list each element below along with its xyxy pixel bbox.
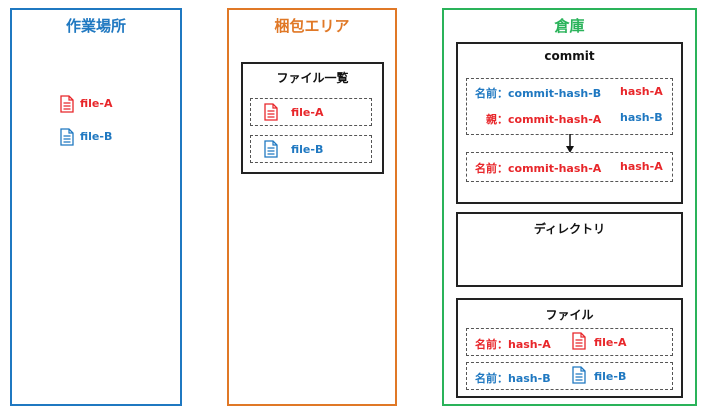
document-icon <box>60 128 74 146</box>
repository-panel: 倉庫 <box>442 8 697 406</box>
staging-area-title: 梱包エリア <box>274 17 350 35</box>
current-commit-hash-b: hash-B <box>620 111 663 124</box>
current-commit-parent: 親：commit-hash-A <box>486 113 602 126</box>
file-row-a <box>466 328 673 356</box>
staging-file-a-row <box>250 98 372 126</box>
working-file-a-label: file-A <box>80 97 113 110</box>
document-icon <box>264 103 278 121</box>
parent-commit-hash: hash-A <box>620 160 663 173</box>
staging-area-panel: 梱包エリア <box>227 8 397 406</box>
staging-file-a-label: file-A <box>291 106 324 119</box>
file-row-a-name: 名前：hash-A <box>475 338 551 351</box>
working-file-b-label: file-B <box>80 130 113 143</box>
document-icon <box>60 95 74 113</box>
repository-title: 倉庫 <box>554 17 585 35</box>
file-title: ファイル <box>545 308 594 322</box>
working-area-title: 作業場所 <box>65 17 126 35</box>
staging-file-b-row <box>250 135 372 163</box>
document-icon <box>572 366 586 384</box>
working-area-panel: 作業場所 <box>10 8 182 406</box>
current-commit-hash-a: hash-A <box>620 85 663 98</box>
file-row-a-file: file-A <box>594 336 627 349</box>
staging-file-b-label: file-B <box>291 143 324 156</box>
directory-box: ディレクトリ <box>456 212 683 287</box>
commit-title: commit <box>544 49 595 63</box>
file-list-title: ファイル一覧 <box>276 71 349 85</box>
file-row-b-file: file-B <box>594 370 627 383</box>
parent-commit-card <box>466 152 673 182</box>
file-row-b-name: 名前：hash-B <box>475 372 551 385</box>
document-icon <box>572 332 586 350</box>
parent-commit-name: 名前：commit-hash-A <box>475 162 602 175</box>
file-row-b <box>466 362 673 390</box>
directory-title: ディレクトリ <box>533 222 606 236</box>
document-icon <box>264 140 278 158</box>
current-commit-name: 名前：commit-hash-B <box>475 87 602 100</box>
parent-arrow <box>566 134 574 153</box>
